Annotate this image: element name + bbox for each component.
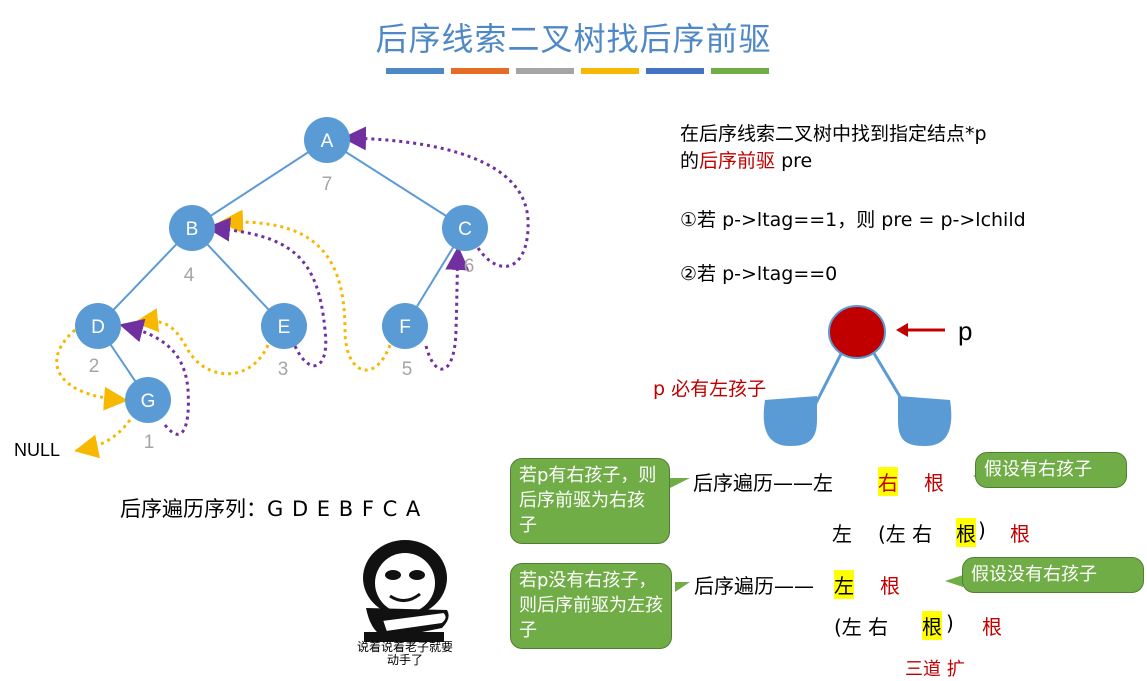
rule-1: ①若 p->ltag==1，则 pre = p->lchild xyxy=(680,209,1026,231)
p-node xyxy=(828,305,886,359)
order-a: 7 xyxy=(322,174,333,195)
node-b xyxy=(169,205,215,251)
thread-e-b xyxy=(206,217,328,368)
title-bar-gray xyxy=(516,68,574,74)
thread-g-null xyxy=(74,419,132,459)
rule-2: ②若 p->ltag==0 xyxy=(680,263,838,285)
node-label-a: A xyxy=(321,131,334,152)
node-g xyxy=(125,377,171,423)
thread-c-a xyxy=(342,126,530,268)
case2-expand-root: 根 xyxy=(982,615,1002,639)
problem-line1: 在后序线索二叉树中找到指定结点*p xyxy=(680,123,987,145)
order-d: 2 xyxy=(89,356,100,377)
problem-line2: 的后序前驱 pre xyxy=(680,146,812,173)
case1-root: 根 xyxy=(924,471,944,495)
node-label-e: E xyxy=(278,317,291,338)
case2-expand-close: ) xyxy=(946,611,954,635)
traversal-sequence: 后序遍历序列：G D E B F C A xyxy=(120,493,421,523)
case1-label: 后序遍历—— xyxy=(693,471,813,495)
thread-f-b xyxy=(219,209,392,372)
orange-threads xyxy=(55,209,392,459)
order-c: 6 xyxy=(464,256,475,277)
page-title: 后序线索二叉树找后序前驱 xyxy=(375,20,772,58)
case1-traversal: 后序遍历——左 xyxy=(693,467,833,496)
node-label-g: G xyxy=(141,391,156,412)
title-bar-yellow xyxy=(581,68,639,74)
case1-assume-callout: 假设有右孩子 xyxy=(975,452,1127,488)
title-bar-darkblue xyxy=(646,68,704,74)
node-f xyxy=(382,303,428,349)
thread-f-c xyxy=(424,246,470,371)
case1-expand-root: 根 xyxy=(1010,522,1030,546)
problem-suffix: pre xyxy=(775,150,813,172)
panda-meme-image: 说着说着老子就要动手了 xyxy=(352,528,458,667)
node-label-b: B xyxy=(186,219,199,240)
title-bar-green xyxy=(711,68,769,74)
case1-expand-left: 左 xyxy=(832,522,852,546)
partial-bottom-text: 三道 扩 xyxy=(905,659,965,680)
title-bar-orange xyxy=(451,68,509,74)
p-label: p xyxy=(958,316,972,346)
right-subtree-shape xyxy=(898,396,952,446)
edge-a-c xyxy=(326,139,466,229)
purple-threads xyxy=(119,126,530,436)
order-b: 4 xyxy=(184,265,195,286)
case2-traversal: 后序遍历—— xyxy=(694,574,814,598)
case1-expand-root-hl: 根 xyxy=(956,518,976,547)
case2-left: 左 xyxy=(834,570,854,599)
order-g: 1 xyxy=(144,432,155,453)
case1-expand-close: ) xyxy=(978,518,986,542)
node-e xyxy=(261,303,307,349)
p-node-diagram: p xyxy=(763,305,972,446)
problem-highlight: 后序前驱 xyxy=(699,150,776,172)
edge-a-b xyxy=(191,139,328,229)
left-subtree-shape xyxy=(763,396,817,446)
tree-nodes xyxy=(75,117,488,423)
case1-callout: 若p有右孩子，则后序前驱为右孩子 xyxy=(510,458,670,544)
problem-prefix: 的 xyxy=(680,150,700,172)
case2-root: 根 xyxy=(880,574,900,598)
case1-expand-inner: (左 右 xyxy=(878,522,933,546)
sequence-value: G D E B F C A xyxy=(267,497,422,521)
must-have-left-note: p 必有左孩子 xyxy=(653,378,767,400)
node-label-f: F xyxy=(399,317,411,338)
thread-g-d xyxy=(119,318,190,436)
thread-e-d xyxy=(134,308,270,376)
node-a xyxy=(304,117,350,163)
meme-caption: 说着说着老子就要动手了 xyxy=(356,640,453,667)
node-label-d: D xyxy=(91,317,105,338)
case2-expand-root-hl: 根 xyxy=(922,611,942,640)
case2-callout: 若p没有右孩子，则后序前驱为左孩子 xyxy=(510,563,672,649)
threaded-tree-diagram: A B C D E F G 7 4 6 2 3 5 1 NULL p xyxy=(14,117,987,592)
null-label: NULL xyxy=(14,440,60,460)
order-e: 3 xyxy=(278,359,289,380)
case1-right: 右 xyxy=(878,467,898,496)
order-f: 5 xyxy=(402,359,413,380)
case2-assume-callout: 假设没有右孩子 xyxy=(962,557,1144,593)
node-c xyxy=(442,205,488,251)
node-label-c: C xyxy=(458,219,472,240)
thread-d-g xyxy=(55,328,128,411)
title-bar-blue xyxy=(386,68,444,74)
sequence-label: 后序遍历序列： xyxy=(120,497,267,521)
case1-left: 左 xyxy=(813,471,833,495)
case2-expand-inner: (左 右 xyxy=(834,615,889,639)
node-d xyxy=(75,303,121,349)
